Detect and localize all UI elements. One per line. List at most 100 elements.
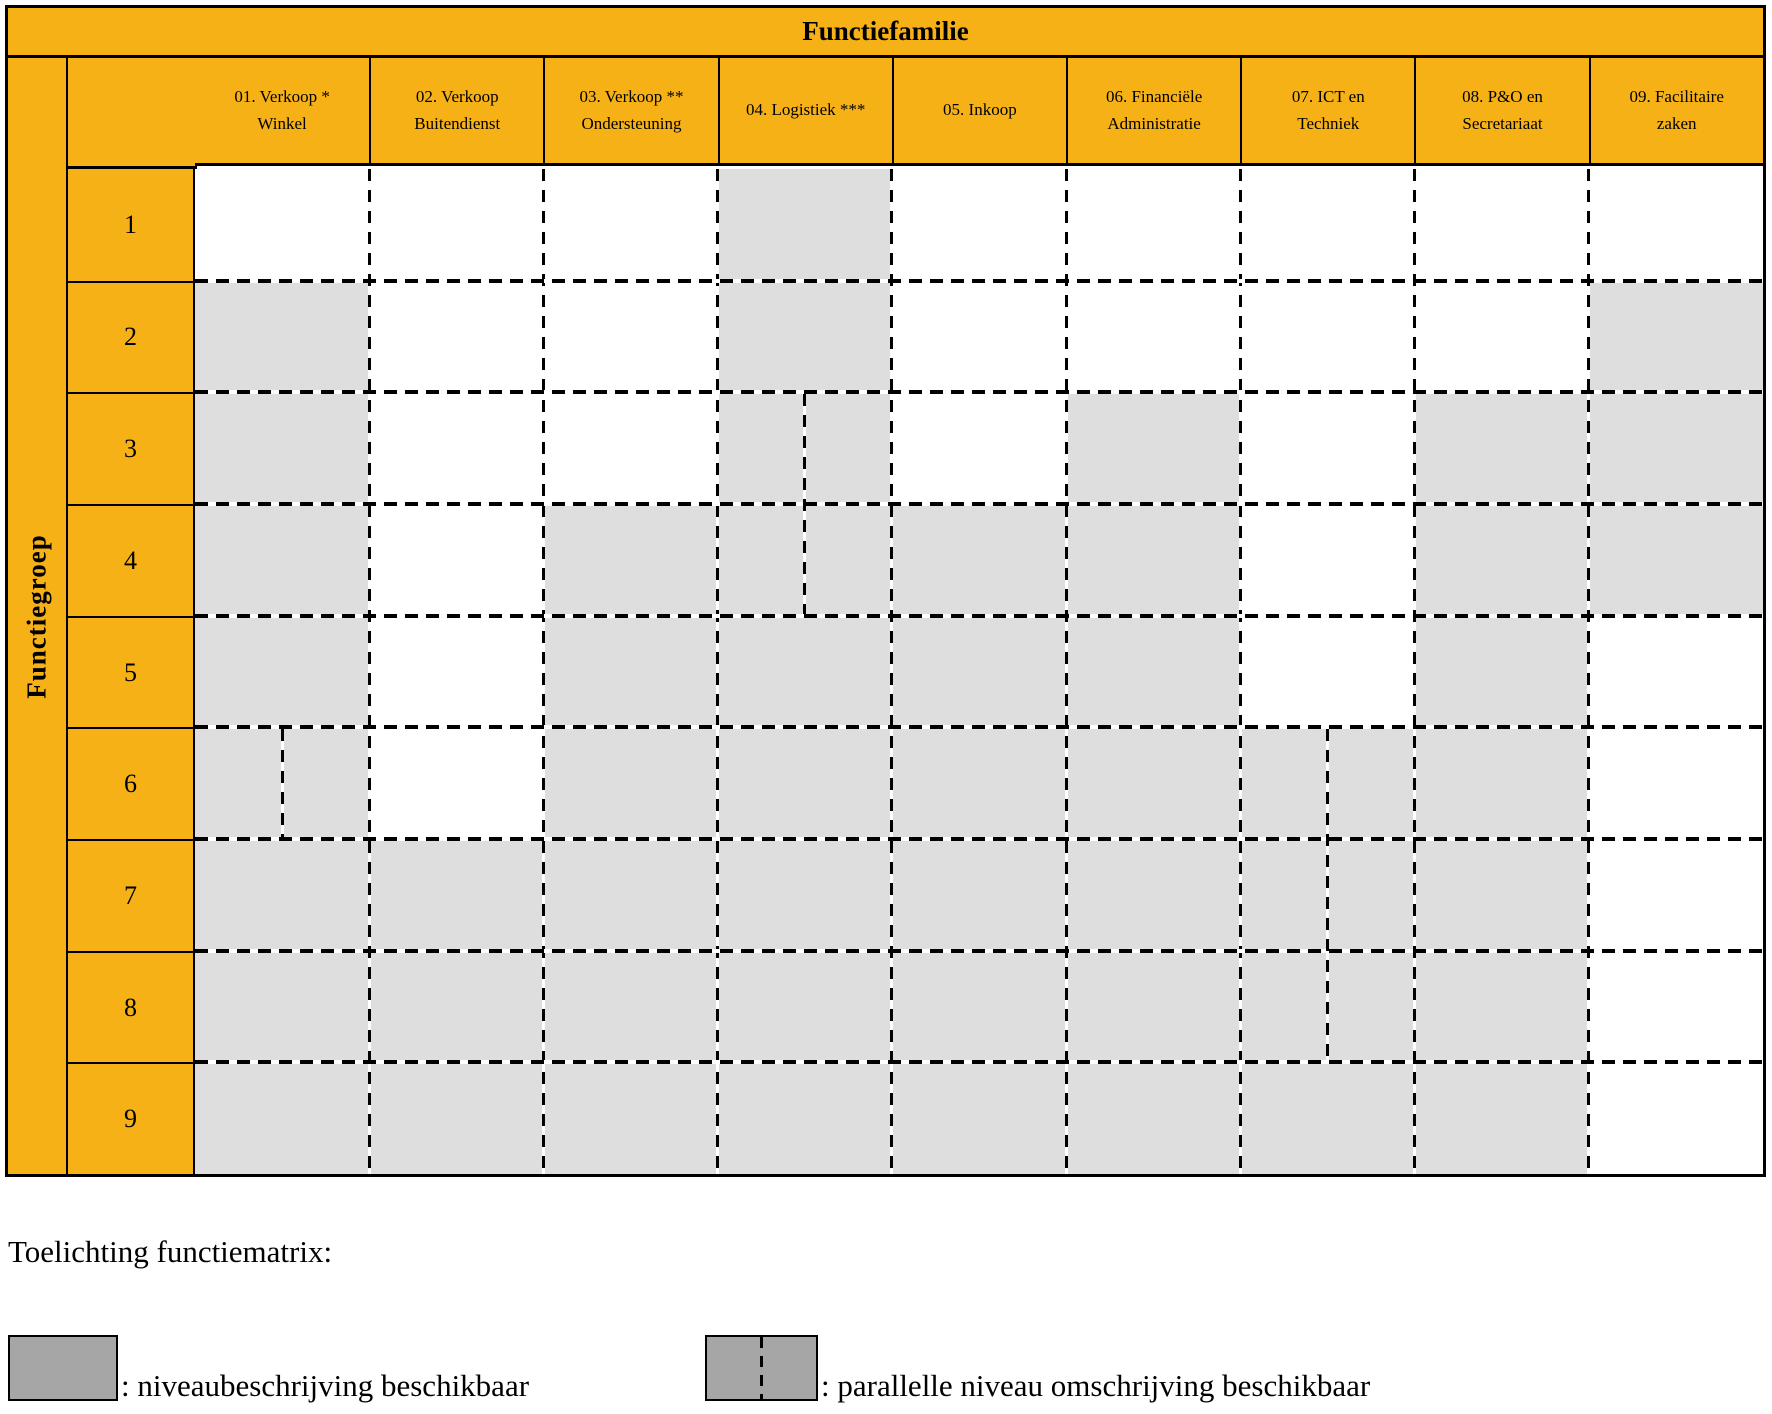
group-header-label: Functiegroep	[21, 533, 52, 699]
cell-r9-c04	[717, 1062, 892, 1175]
legend-label-parallel-available: : parallelle niveau omschrijving beschik…	[821, 1368, 1371, 1403]
functiematrix-table: Functiefamilie Functiegroep 01. Verkoop …	[5, 5, 1766, 1177]
cell-r1-c02	[369, 169, 544, 281]
column-header-line2: Winkel	[257, 113, 307, 133]
cell-r7-c03	[543, 839, 718, 951]
grid-line-vertical	[1064, 169, 1068, 1175]
column-header-line1: 04. Logistiek ***	[745, 100, 866, 120]
legend-heading: Toelichting functiematrix:	[8, 1234, 333, 1269]
column-header-line2: zaken	[1656, 113, 1697, 133]
row-number-1: 1	[68, 169, 195, 281]
column-header-03: 03. Verkoop **Ondersteuning	[543, 58, 718, 166]
family-header-label: Functiefamilie	[802, 16, 969, 46]
column-header-01: 01. Verkoop * Winkel	[195, 58, 370, 166]
row-number-4: 4	[68, 504, 195, 616]
row-number-9: 9	[68, 1062, 195, 1175]
cell-r1-c06	[1066, 169, 1241, 281]
cell-r3-c05	[891, 392, 1066, 504]
grid-line-vertical	[890, 169, 894, 1175]
cell-r4-c02	[369, 504, 544, 616]
cell-r9-c01	[195, 1062, 370, 1175]
cell-r2-c05	[891, 280, 1066, 393]
cell-r5-c07	[1240, 615, 1415, 728]
column-header-line1: 03. Verkoop **	[579, 87, 684, 107]
cell-r5-c04	[717, 615, 892, 728]
legend-label-level-available: : niveaubeschrijving beschikbaar	[121, 1368, 530, 1403]
cell-r7-c06	[1066, 839, 1241, 951]
legend-swatch-level-available	[8, 1335, 118, 1401]
cell-r3-c02	[369, 392, 544, 504]
cell-r2-c08	[1414, 280, 1589, 393]
row-number-7: 7	[68, 839, 195, 951]
cell-r8-c01	[195, 950, 370, 1063]
column-header-05: 05. Inkoop	[891, 58, 1066, 166]
grid-line-horizontal	[195, 613, 1763, 618]
cell-r8-c06	[1066, 950, 1241, 1063]
cell-r3-c09	[1588, 392, 1763, 504]
cell-r6-c04	[717, 727, 892, 839]
cell-r5-c05	[891, 615, 1066, 728]
cell-r9-c06	[1066, 1062, 1241, 1175]
legend-swatch-parallel-available	[705, 1335, 818, 1401]
cell-r5-c01	[195, 615, 370, 728]
group-header-band: Functiegroep	[8, 58, 68, 1174]
column-header-line1: 07. ICT en	[1291, 87, 1365, 107]
column-header-line2: Buitendienst	[414, 113, 501, 133]
parallel-dash-icon	[760, 1337, 763, 1399]
grid-line-horizontal	[195, 390, 1763, 395]
cell-r2-c09	[1588, 280, 1763, 393]
column-header-09: 09. Facilitaire zaken	[1588, 58, 1763, 166]
cell-r6-c08	[1414, 727, 1589, 839]
cell-r4-c07	[1240, 504, 1415, 616]
cell-r5-c02	[369, 615, 544, 728]
grid-line-vertical	[1587, 169, 1591, 1175]
column-header-line1: 02. Verkoop	[415, 87, 499, 107]
cell-r8-c03	[543, 950, 718, 1063]
row-number-2: 2	[68, 280, 195, 393]
column-header-line1: 01. Verkoop *	[234, 87, 330, 107]
cell-r9-c03	[543, 1062, 718, 1175]
cell-r4-c03	[543, 504, 718, 616]
grid-line-vertical	[367, 169, 371, 1175]
cell-r5-c08	[1414, 615, 1589, 728]
cell-r7-c08	[1414, 839, 1589, 951]
cell-r3-c08	[1414, 392, 1589, 504]
cell-r4-c09	[1588, 504, 1763, 616]
cell-r1-c08	[1414, 169, 1589, 281]
cell-r7-c05	[891, 839, 1066, 951]
cell-r4-c05	[891, 504, 1066, 616]
row-number-6: 6	[68, 727, 195, 839]
grid-line-vertical	[1238, 169, 1242, 1175]
cell-r9-c05	[891, 1062, 1066, 1175]
cell-r1-c09	[1588, 169, 1763, 281]
grid-line-horizontal	[195, 837, 1763, 842]
cell-r8-c02	[369, 950, 544, 1063]
column-header-line1: 08. P&O en	[1462, 87, 1543, 107]
cell-r1-c03	[543, 169, 718, 281]
grid-line-horizontal	[195, 278, 1763, 283]
column-header-line2: Secretariaat	[1462, 113, 1543, 133]
cell-r6-c03	[543, 727, 718, 839]
column-header-08: 08. P&O en Secretariaat	[1414, 58, 1589, 166]
column-header-line1: 05. Inkoop	[943, 100, 1017, 120]
cell-r4-c06	[1066, 504, 1241, 616]
column-header-line1: 09. Facilitaire	[1629, 87, 1724, 107]
cell-r7-c09	[1588, 839, 1763, 951]
row-number-8: 8	[68, 950, 195, 1063]
cell-r6-c02	[369, 727, 544, 839]
column-header-line1: 06. Financiële	[1105, 87, 1203, 107]
cell-r8-c09	[1588, 950, 1763, 1063]
cell-r3-c03	[543, 392, 718, 504]
cell-r1-c05	[891, 169, 1066, 281]
cell-r8-c05	[891, 950, 1066, 1063]
family-header-band: Functiefamilie	[8, 8, 1763, 58]
cell-r6-c09	[1588, 727, 1763, 839]
cell-r3-c01	[195, 392, 370, 504]
cell-r3-c07	[1240, 392, 1415, 504]
row-number-3: 3	[68, 392, 195, 504]
cell-r7-c02	[369, 839, 544, 951]
